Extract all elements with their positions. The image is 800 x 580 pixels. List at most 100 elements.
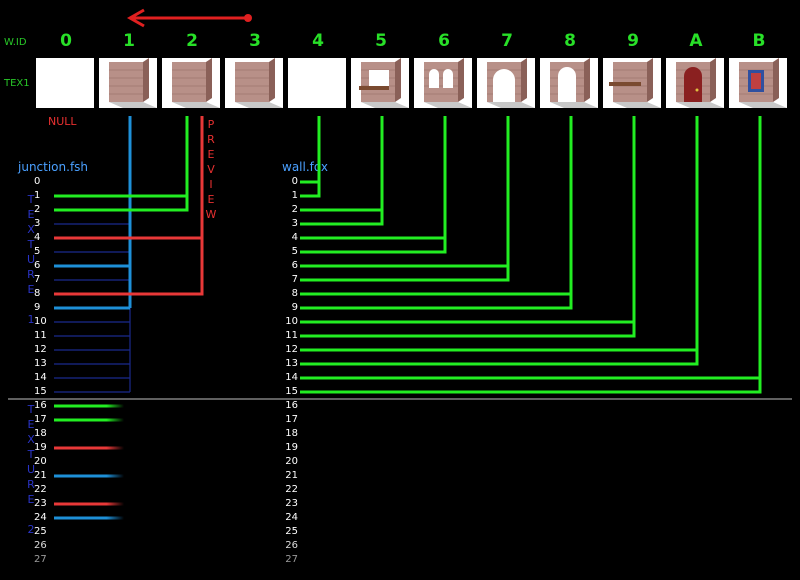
wall-index-7: 7 [291,274,298,285]
texture1-letter: E [27,283,35,296]
wire-col9-green-b [300,116,636,338]
junction-index-4: 4 [34,232,41,243]
junction-index-13: 13 [34,358,47,369]
wire-col4-green-b [300,116,321,198]
tile-wall [162,58,222,108]
wall-index-21: 21 [285,470,298,481]
junction-index-16: 16 [34,400,47,411]
preview-letter: P [207,118,215,131]
junction-index-12: 12 [34,344,47,355]
wall-index-4: 4 [291,232,298,243]
wall-file-label: wall.fox [282,160,328,174]
wall-id-1: 1 [123,31,135,51]
tile-wall-decor [729,58,789,108]
texture1-letter: T [27,238,35,251]
preview-letter: E [207,148,215,161]
texture2-letter: E [27,493,35,506]
wire-col10-green-b [300,116,699,366]
texture1-letter: 1 [27,313,35,326]
tile-blank [36,58,96,108]
junction-index-14: 14 [34,372,47,383]
wall-index-2: 2 [291,204,298,215]
tile-wall-icon [109,58,157,108]
wire-col7-green-b [300,116,510,282]
junction-index-1: 1 [34,190,41,201]
junction-index-17: 17 [34,414,47,425]
wall-index-12: 12 [285,344,298,355]
wall-index-3: 3 [291,218,298,229]
wall-id-3: 3 [249,31,261,51]
wall-id-2: 2 [186,31,198,51]
texture1-label: TEX1 [4,78,30,89]
tile-wall-icon [172,58,220,108]
stub-green-17 [54,418,124,422]
wall-index-23: 23 [285,498,298,509]
junction-index-6: 6 [34,260,41,271]
junction-index-9: 9 [34,302,41,313]
texture2-letter: E [27,418,35,431]
wall-index-24: 24 [285,512,298,523]
wall-id-B: B [752,31,766,51]
tile-doorway-icon [550,58,598,108]
texture1-letter: X [27,223,35,236]
junction-index-23: 23 [34,498,47,509]
junction-index-27: 27 [34,554,47,565]
stub-green-16 [54,404,124,408]
wall-id-label: W.ID [4,37,27,48]
junction-index-24: 24 [34,512,47,523]
junction-index-8: 8 [34,288,41,299]
wall-index-10: 10 [285,316,298,327]
junction-index-11: 11 [34,330,47,341]
junction-index-0: 0 [34,176,41,187]
preview-letter: E [207,193,215,206]
wall-index-14: 14 [285,372,298,383]
wall-index-6: 6 [291,260,298,271]
wall-index-22: 22 [285,484,298,495]
wall-index-5: 5 [291,246,298,257]
junction-index-26: 26 [34,540,47,551]
texture1-letter: T [27,193,35,206]
wall-id-7: 7 [501,31,513,51]
wall-index-26: 26 [285,540,298,551]
junction-index-3: 3 [34,218,41,229]
texture2-letter: R [27,478,35,491]
tile-door-icon [676,58,724,108]
wire-col6-green-b [300,116,447,254]
junction-index-22: 22 [34,484,47,495]
preview-letter: R [207,133,215,146]
tile-wall-shelf-icon [609,58,661,108]
wall-index-16: 16 [285,400,298,411]
wall-index-11: 11 [285,330,298,341]
junction-index-10: 10 [34,316,47,327]
wall-index-19: 19 [285,442,298,453]
wall-id-0: 0 [60,31,72,51]
texture2-letter: U [26,463,36,476]
junction-index-2: 2 [34,204,41,215]
wall-index-27: 27 [285,554,298,565]
null-label: NULL [48,115,77,128]
wall-index-20: 20 [285,456,298,467]
wall-index-9: 9 [291,302,298,313]
wall-index-18: 18 [285,428,298,439]
junction-index-15: 15 [34,386,47,397]
tile-double-window-icon [424,58,472,108]
wall-index-8: 8 [291,288,298,299]
wire-col5-green-b [300,116,384,226]
tile-wall-shelf [603,58,663,108]
junction-index-20: 20 [34,456,47,467]
tile-wall-decor-icon [739,58,787,108]
junction-index-7: 7 [34,274,41,285]
texture2-letter: T [27,403,35,416]
wire-col8-green-b [300,116,573,310]
wall-index-17: 17 [285,414,298,425]
preview-letter: V [207,163,215,176]
tile-arch-icon [487,58,535,108]
wall-index-0: 0 [291,176,298,187]
wall-index-1: 1 [291,190,298,201]
preview-letter: I [209,178,213,191]
tile-window-icon [359,58,409,108]
tile-doorway [540,58,600,108]
texture2-letter: T [27,448,35,461]
wall-id-5: 5 [375,31,387,51]
